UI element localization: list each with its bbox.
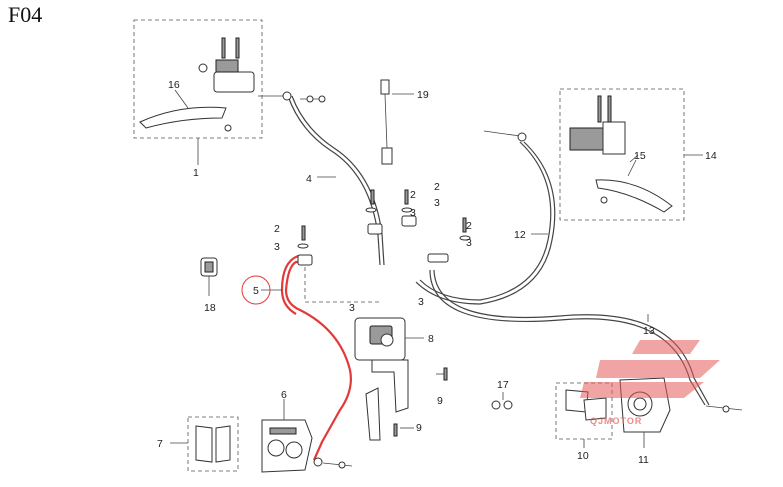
callout-2-d: 2 (466, 220, 472, 232)
callout-17: 17 (497, 379, 509, 391)
leader-lines (208, 154, 649, 420)
watermark-text: QJMOTOR (590, 416, 642, 426)
callout-numbers: 1 2 2 2 2 3 3 3 3 3 3 4 5 6 7 8 9 9 10 1… (157, 79, 717, 466)
callout-13: 13 (643, 325, 655, 337)
callout-11: 11 (638, 454, 649, 466)
right-master-cylinder-group (559, 88, 703, 221)
callout-9-b: 9 (416, 422, 422, 434)
callout-14: 14 (705, 150, 717, 162)
callout-19: 19 (417, 89, 429, 101)
callout-6: 6 (281, 389, 287, 401)
left-master-cylinder-group (133, 19, 263, 165)
brake-switch-19 (380, 79, 414, 165)
callout-15: 15 (634, 150, 646, 162)
brake-pads-7 (170, 416, 239, 472)
connector-fittings (297, 189, 471, 303)
callout-4: 4 (306, 173, 312, 185)
callout-3-b: 3 (434, 197, 440, 209)
callout-10: 10 (577, 450, 589, 462)
callout-2-c: 2 (274, 223, 280, 235)
callout-8: 8 (428, 333, 434, 345)
callout-1: 1 (193, 167, 199, 179)
callout-3-e: 3 (349, 302, 355, 314)
grommet-18 (200, 257, 218, 277)
figure-code: F04 (8, 2, 42, 27)
callout-16: 16 (168, 79, 180, 91)
callout-3-c: 3 (274, 241, 280, 253)
callout-3-f: 3 (418, 296, 424, 308)
callout-5-highlight-ring (241, 275, 271, 305)
front-caliper-6 (261, 419, 313, 473)
bolts-17 (491, 392, 513, 410)
brake-hose-12 (419, 141, 552, 301)
callout-3-a: 3 (410, 207, 416, 219)
brake-hose-5-highlighted (284, 260, 352, 461)
qjmotor-watermark: QJMOTOR (580, 340, 720, 426)
callout-2-b: 2 (434, 181, 440, 193)
callout-18: 18 (204, 302, 216, 314)
brake-hose-4 (287, 95, 381, 266)
callout-9-a: 9 (437, 395, 443, 407)
callout-2-a: 2 (410, 189, 416, 201)
abs-unit-8 (354, 317, 448, 441)
callout-12: 12 (514, 229, 526, 241)
callout-3-d: 3 (466, 237, 472, 249)
callout-7: 7 (157, 438, 163, 450)
callout-5: 5 (253, 285, 259, 297)
